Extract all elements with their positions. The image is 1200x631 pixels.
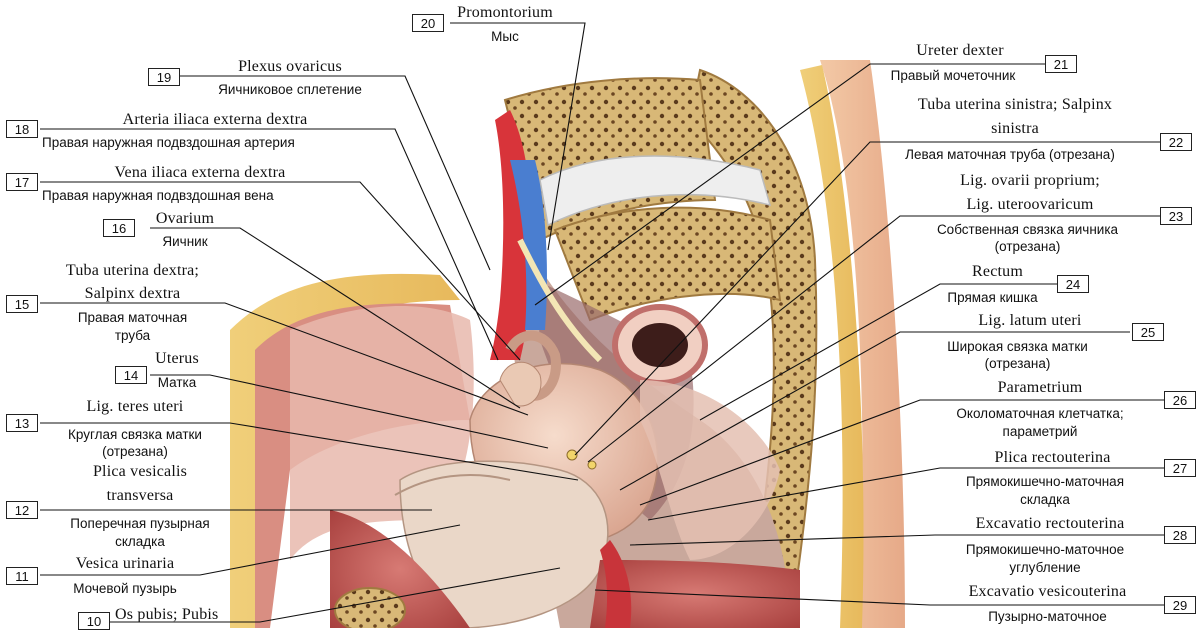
lig-stump-2 (587, 460, 597, 470)
label-25-latin: Lig. latum uteri (978, 312, 1082, 329)
pubic-bone (334, 587, 406, 628)
number-box-17: 17 (6, 173, 38, 191)
number-box-12: 12 (6, 501, 38, 519)
label-19-russian: Яичниковое сплетение (218, 82, 362, 97)
label-15-latin-line2: Salpinx dextra (84, 285, 181, 302)
label-17-latin: Vena iliaca externa dextra (114, 164, 286, 181)
label-16-latin: Ovarium (155, 210, 215, 227)
label-16-russian: Яичник (162, 234, 208, 249)
number-box-14: 14 (115, 366, 147, 384)
label-10-latin: Os pubis; Pubis (115, 606, 219, 623)
label-26-latin: Parametrium (997, 379, 1083, 396)
label-12-latin-line1: Plica vesicalis (92, 463, 188, 480)
lig-stump-1 (566, 449, 578, 461)
label-15-russian-line1: Правая маточная (77, 310, 188, 325)
label-18-russian: Правая наружная подвздошная артерия (42, 135, 295, 150)
label-26-russian-line1: Околоматочная клетчатка; (956, 406, 1124, 421)
vagina (600, 540, 632, 628)
label-24-latin: Rectum (972, 263, 1023, 280)
number-box-18: 18 (6, 120, 38, 138)
label-23-russian-line2: (отрезана) (994, 239, 1061, 254)
number-box-24: 24 (1057, 275, 1089, 293)
label-29-latin: Excavatio vesicouterina (968, 583, 1127, 600)
label-27-russian-line1: Прямокишечно-маточная (965, 474, 1125, 489)
label-20-latin: Promontorium (457, 4, 553, 21)
label-28-russian-line2: углубление (1009, 560, 1081, 575)
label-25-russian-line2: (отрезана) (984, 356, 1051, 371)
label-15-latin-line1: Tuba uterina dextra; (65, 262, 200, 279)
label-17-russian: Правая наружная подвздошная вена (42, 188, 274, 203)
label-28-russian-line1: Прямокишечно-маточное (965, 542, 1125, 557)
label-11-latin: Vesica urinaria (75, 555, 175, 572)
label-27-latin: Plica rectouterina (994, 449, 1111, 466)
number-box-23: 23 (1160, 207, 1192, 225)
number-box-15: 15 (6, 295, 38, 313)
label-20-russian: Мыс (491, 29, 519, 44)
number-box-20: 20 (412, 14, 444, 32)
vertebra-lower (553, 206, 782, 322)
label-18-latin: Arteria iliaca externa dextra (122, 111, 308, 128)
label-22-latin-line1: Tuba uterina sinistra; Salpinx (917, 96, 1113, 113)
label-13-russian-line1: Круглая связка матки (68, 427, 202, 442)
label-21-latin: Ureter dexter (916, 42, 1004, 59)
label-14-russian: Матка (157, 375, 197, 390)
label-25-russian-line1: Широкая связка матки (947, 339, 1088, 354)
label-14-latin: Uterus (155, 350, 199, 367)
number-box-13: 13 (6, 414, 38, 432)
label-12-russian-line2: складка (115, 534, 165, 549)
label-13-latin: Lig. teres uteri (86, 398, 184, 415)
label-13-russian-line2: (отрезана) (102, 444, 168, 459)
number-box-16: 16 (103, 219, 135, 237)
label-24-russian: Прямая кишка (947, 290, 1038, 305)
number-box-22: 22 (1160, 133, 1192, 151)
label-28-latin: Excavatio rectouterina (975, 515, 1125, 532)
label-23-latin-line2: Lig. uteroovaricum (966, 196, 1094, 213)
label-26-russian-line2: параметрий (1002, 424, 1078, 439)
number-box-10: 10 (78, 612, 110, 630)
label-23-russian-line1: Собственная связка яичника (936, 222, 1119, 237)
number-box-21: 21 (1045, 55, 1077, 73)
number-box-28: 28 (1164, 526, 1196, 544)
label-21-russian: Правый мочеточник (890, 68, 1016, 83)
label-29-russian: Пузырно-маточное (988, 609, 1107, 624)
label-27-russian-line2: складка (1020, 492, 1070, 507)
label-19-latin: Plexus ovaricus (238, 58, 342, 75)
number-box-27: 27 (1164, 459, 1196, 477)
label-22-latin-line2: sinistra (991, 120, 1039, 137)
label-11-russian: Мочевой пузырь (73, 581, 177, 596)
number-box-26: 26 (1164, 391, 1196, 409)
number-box-25: 25 (1132, 323, 1164, 341)
label-12-russian-line1: Поперечная пузырная (70, 516, 210, 531)
number-box-19: 19 (148, 68, 180, 86)
label-15-russian-line2: труба (114, 328, 151, 343)
number-box-11: 11 (6, 567, 38, 585)
number-box-29: 29 (1164, 596, 1196, 614)
label-12-latin-line2: transversa (106, 487, 174, 504)
label-23-latin-line1: Lig. ovarii proprium; (960, 172, 1100, 189)
label-22-russian: Левая маточная труба (отрезана) (905, 147, 1115, 162)
